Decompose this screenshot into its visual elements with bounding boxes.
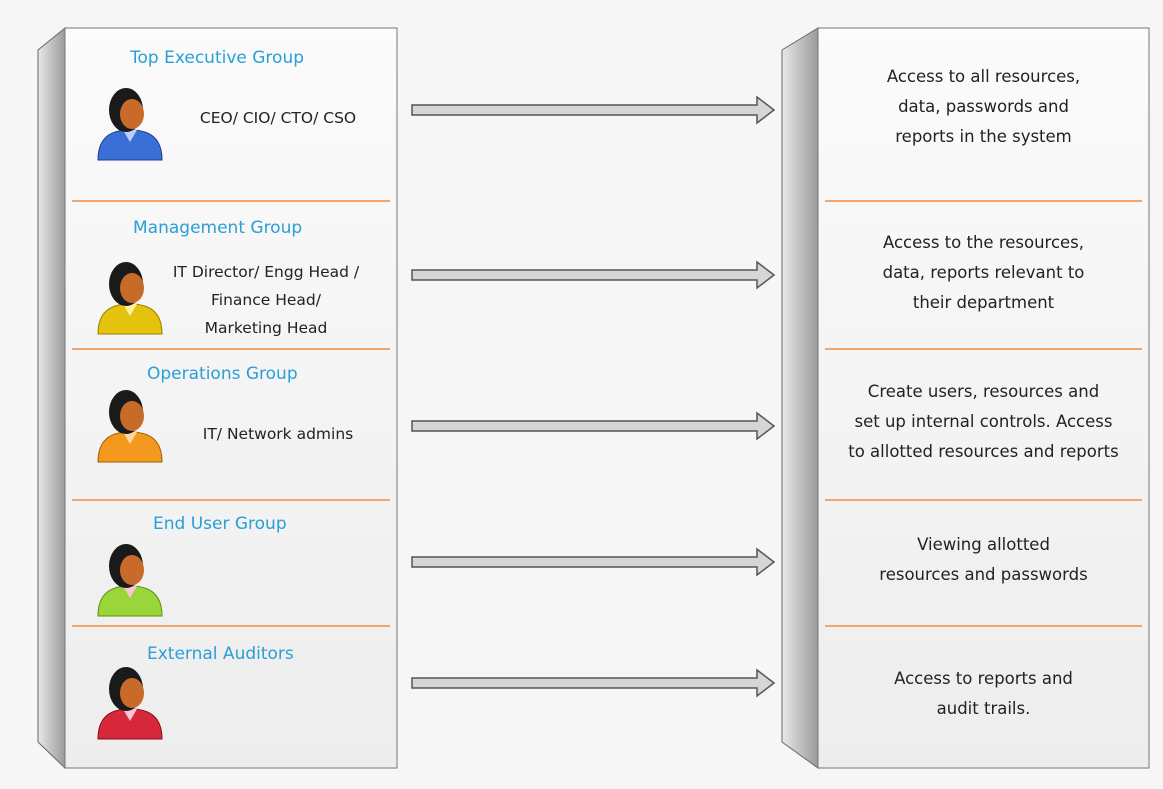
member-line: IT/ Network admins xyxy=(202,425,354,443)
arrow-top-executive xyxy=(411,95,776,125)
group-title-top-executive: Top Executive Group xyxy=(130,48,305,68)
arrow-management xyxy=(411,260,776,290)
arrow-external-auditors xyxy=(411,668,776,698)
arrow-operations xyxy=(411,411,776,441)
access-text-external-auditors: Access to reports and audit trails. xyxy=(818,664,1149,724)
right-panel-face xyxy=(817,27,1150,769)
access-text-top-executive: Access to all resources, data, passwords… xyxy=(818,62,1149,152)
member-line: IT Director/ Engg Head / xyxy=(172,263,360,281)
access-line: Access to the resources, xyxy=(882,233,1085,252)
person-icon-green xyxy=(97,544,163,617)
group-title-management: Management Group xyxy=(133,218,303,238)
person-icon-red xyxy=(97,667,163,740)
group-members-management: IT Director/ Engg Head / Finance Head/ M… xyxy=(152,258,380,342)
access-line: their department xyxy=(912,293,1055,312)
left-panel-side xyxy=(37,26,66,770)
group-title-end-user: End User Group xyxy=(153,514,287,534)
access-line: data, reports relevant to xyxy=(882,263,1085,282)
group-members-operations: IT/ Network admins xyxy=(168,420,388,448)
access-line: Create users, resources and xyxy=(867,382,1100,401)
member-line: Marketing Head xyxy=(204,319,328,337)
access-line: set up internal controls. Access xyxy=(854,412,1113,431)
access-line: Access to reports and xyxy=(894,669,1073,688)
group-title-operations: Operations Group xyxy=(147,364,298,384)
access-line: Viewing allotted xyxy=(917,535,1050,554)
access-text-operations: Create users, resources and set up inter… xyxy=(812,377,1155,467)
person-icon-blue xyxy=(97,88,163,161)
group-title-external-auditors: External Auditors xyxy=(147,644,294,664)
access-line: to allotted resources and reports xyxy=(848,442,1119,461)
access-line: audit trails. xyxy=(936,699,1031,718)
access-line: data, passwords and xyxy=(898,97,1069,116)
member-line: CEO/ CIO/ CTO/ CSO xyxy=(199,109,357,127)
access-line: reports in the system xyxy=(895,127,1072,146)
arrow-end-user xyxy=(411,547,776,577)
person-icon-yellow xyxy=(97,262,163,335)
group-members-top-executive: CEO/ CIO/ CTO/ CSO xyxy=(168,104,388,132)
access-text-management: Access to the resources, data, reports r… xyxy=(818,228,1149,318)
access-line: Access to all resources, xyxy=(886,67,1081,86)
access-text-end-user: Viewing allotted resources and passwords xyxy=(818,530,1149,590)
member-line: Finance Head/ xyxy=(211,291,321,309)
person-icon-orange xyxy=(97,390,163,463)
access-line: resources and passwords xyxy=(879,565,1088,584)
